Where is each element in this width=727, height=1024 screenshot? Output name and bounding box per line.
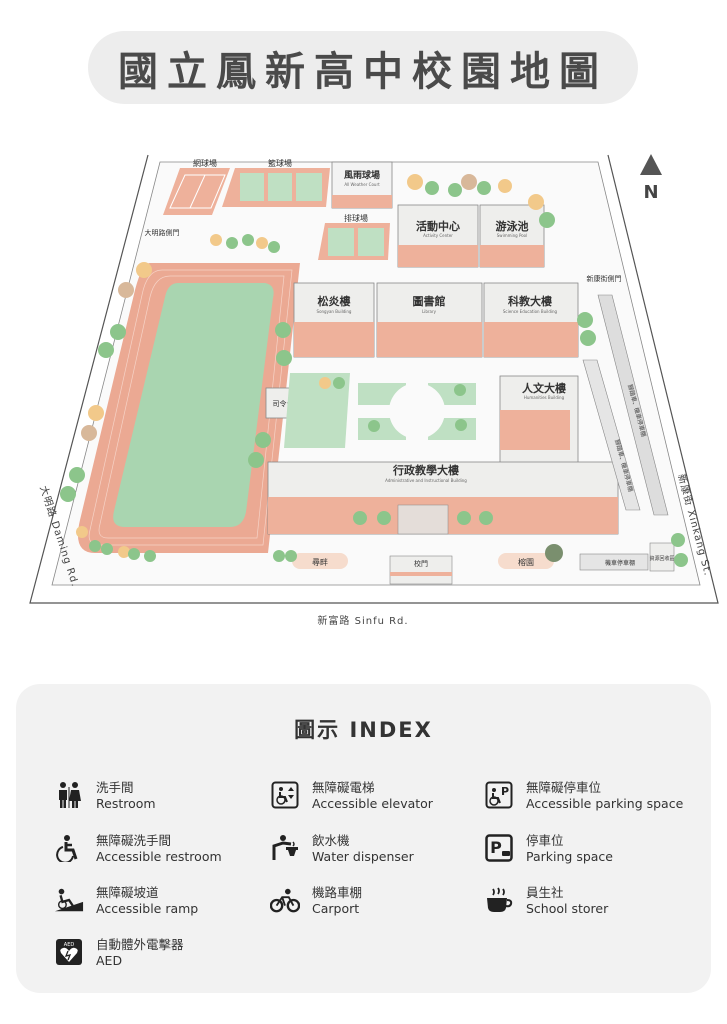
accessible-restroom-icon xyxy=(54,833,84,863)
legend-ramp-en: Accessible ramp xyxy=(96,901,199,916)
north-arrow: N xyxy=(640,154,662,203)
legend-acc-restroom-zh: 無障礙洗手間 xyxy=(96,833,172,848)
legend-acc-parking-zh: 無障礙停車位 xyxy=(526,780,602,795)
legend-elevator-en: Accessible elevator xyxy=(312,796,433,811)
legend-parking-zh: 停車位 xyxy=(526,833,564,848)
legend-aed-en: AED xyxy=(96,953,123,968)
activity-en: Activity Center xyxy=(423,233,453,238)
svg-text:P: P xyxy=(490,838,502,857)
central-lawn xyxy=(284,373,476,448)
activity-center[interactable]: 活動中心 Activity Center xyxy=(397,204,479,268)
legend-store-en: School storer xyxy=(526,901,609,916)
legend-water-en: Water dispenser xyxy=(312,849,414,864)
svg-text:P: P xyxy=(501,785,509,798)
legend-carport-zh: 機路車棚 xyxy=(312,885,363,900)
north-label: N xyxy=(643,182,658,203)
side-gate-east: 新康街側門 xyxy=(587,274,622,283)
swimming-pool[interactable]: 游泳池 Swimming Pool xyxy=(479,204,545,268)
accessible-elevator-icon xyxy=(270,780,300,810)
pool-en: Swimming Pool xyxy=(497,233,527,238)
map-title: 國立鳳新高中校園地圖 xyxy=(118,48,608,95)
allweather-label: 風雨球場 xyxy=(344,169,380,181)
recycle-area[interactable]: 資源回收區 xyxy=(649,542,675,572)
trees xyxy=(60,174,688,567)
main-gate-label: 校門 xyxy=(414,559,428,568)
legend-title: 圖示 INDEX xyxy=(294,718,433,742)
accessible-parking-icon: P xyxy=(484,780,514,810)
xunpan-area[interactable]: 尋畔 xyxy=(292,553,348,569)
science-building[interactable]: 科教大樓 Science Education Building xyxy=(483,282,579,358)
legend-water-zh: 飲水機 xyxy=(312,833,350,848)
library-label: 圖書館 xyxy=(413,294,446,308)
humanities-label: 人文大樓 xyxy=(522,381,566,395)
recycle-label: 資源回收區 xyxy=(649,555,674,562)
carport-icon xyxy=(270,885,300,915)
podium-label: 司令台 xyxy=(273,399,294,408)
xunpan-label: 尋畔 xyxy=(312,557,328,567)
science-en: Science Education Building xyxy=(503,309,558,314)
legend-ramp-zh: 無障礙坡道 xyxy=(96,885,159,900)
library-building[interactable]: 圖書館 Library xyxy=(376,282,483,358)
legend-elevator-zh: 無障礙電梯 xyxy=(312,780,375,795)
humanities-building[interactable]: 人文大樓 Humanities Building xyxy=(499,375,579,467)
svg-text:AED: AED xyxy=(64,942,75,948)
parking-icon: P xyxy=(484,833,514,863)
title-banner: 國立鳳新高中校園地圖 xyxy=(88,31,638,104)
main-gate[interactable]: 校門 xyxy=(389,555,453,585)
road-south-label: 新富路 Sinfu Rd. xyxy=(317,614,408,627)
liyuan-area[interactable]: 榕園 xyxy=(498,553,554,569)
legend-store-zh: 員生社 xyxy=(526,885,564,900)
tennis-label: 網球場 xyxy=(193,158,217,168)
motor-shed-label: 機車停車棚 xyxy=(605,559,635,567)
songyan-building[interactable]: 松炎樓 Songyan Building xyxy=(293,282,375,358)
volleyball-label: 排球場 xyxy=(344,213,368,223)
legend-aed-zh: 自動體外電擊器 xyxy=(96,937,184,952)
allweather-en: All Weather Court xyxy=(344,182,380,187)
songyan-en: Songyan Building xyxy=(317,309,352,314)
all-weather-court[interactable]: 風雨球場 All Weather Court xyxy=(331,161,393,209)
side-gate-west: 大明路側門 xyxy=(145,228,180,237)
humanities-en: Humanities Building xyxy=(524,395,565,400)
pool-label: 游泳池 xyxy=(496,219,529,233)
school-store-icon xyxy=(484,885,514,915)
admin-building[interactable]: 行政教學大樓 Administrative and Instructional … xyxy=(267,461,619,535)
restroom-icon xyxy=(54,780,84,810)
water-dispenser-icon xyxy=(270,833,300,863)
basketball-label: 籃球場 xyxy=(268,158,292,168)
legend-restroom-en: Restroom xyxy=(96,796,156,811)
campus-map[interactable]: N 網球場 籃球場 風雨球場 All Weather Court 排球場 活動中… xyxy=(0,140,727,640)
admin-en: Administrative and Instructional Buildin… xyxy=(385,478,467,483)
legend-acc-restroom-en: Accessible restroom xyxy=(96,849,222,864)
science-label: 科教大樓 xyxy=(508,294,552,308)
activity-label: 活動中心 xyxy=(416,219,460,233)
library-en: Library xyxy=(422,309,437,314)
aed-icon: AED xyxy=(54,937,84,967)
legend-carport-en: Carport xyxy=(312,901,360,916)
basketball-court[interactable]: 籃球場 xyxy=(222,158,330,207)
volleyball-court[interactable]: 排球場 xyxy=(318,213,390,260)
motor-shed[interactable]: 機車停車棚 xyxy=(579,553,649,571)
tennis-court[interactable]: 網球場 xyxy=(163,158,230,215)
legend-restroom-zh: 洗手間 xyxy=(96,780,134,795)
songyan-label: 松炎樓 xyxy=(318,294,351,308)
running-track[interactable] xyxy=(77,263,300,553)
road-outline xyxy=(29,154,719,604)
accessible-ramp-icon xyxy=(54,885,84,915)
legend-acc-parking-en: Accessible parking space xyxy=(526,796,684,811)
admin-label: 行政教學大樓 xyxy=(392,463,459,477)
legend-parking-en: Parking space xyxy=(526,849,613,864)
liyuan-label: 榕園 xyxy=(518,557,534,567)
